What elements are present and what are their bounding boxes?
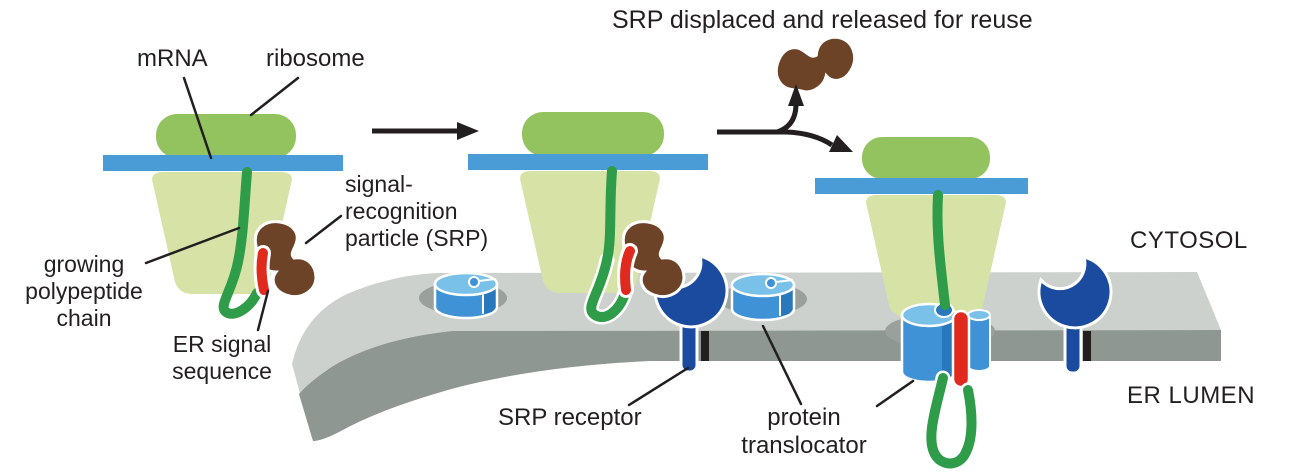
step-arrow-1-head [457,122,479,140]
protein-translocator-closed-2 [730,272,796,322]
membrane-gap-band-1 [701,331,709,361]
leader-er-signal [256,289,270,332]
ribosome1-small-subunit [156,114,296,158]
label-cytosol: CYTOSOL [1130,227,1248,254]
translocator2-pore-line [775,279,793,283]
label-srp-receptor: SRP receptor [498,404,642,431]
polypeptide-chain-2 [586,166,630,322]
label-er-signal: ER signal sequence [172,331,272,384]
label-mrna: mRNA [137,45,208,72]
protein-translocator-closed-1 [433,271,499,320]
label-srp: signal- recognition particle (SRP) [345,171,489,251]
membrane-gap-band-2 [1083,331,1091,361]
leader-srp-receptor [627,366,690,407]
protein-translocator-open [900,302,991,384]
step-arrow-2-forked [717,84,853,152]
step-arrow-1 [372,122,479,140]
step-arrow-2-shaft [717,129,834,148]
er-signal-sequence-2 [620,246,635,295]
leader-mrna [182,76,213,160]
er-signal-sequence-1 [256,248,269,295]
ribosome2-small-subunit [522,112,664,156]
receptor1-crescent [653,253,729,329]
srp-receptor-2 [1037,254,1113,375]
srp-receptor-1 [653,253,729,374]
translocator3-segment-body [968,315,990,366]
translocator2-pore-icon [765,277,777,289]
label-ribosome: ribosome [266,45,365,72]
label-growing-chain: growing polypeptide chain [25,251,143,331]
srp-release-branch-head [788,84,804,106]
mrna-strand-1 [103,155,343,171]
translocator1-top [433,271,499,297]
translocator2-top [730,272,796,298]
translocator1-pore-icon [468,276,480,288]
srp-released [774,35,856,94]
leader-srp [304,214,343,245]
leader-translocator-a [761,324,803,406]
srp-particle-1 [253,220,318,298]
ribosome-complex-2 [468,112,708,325]
polypeptide-chain-3-loop [926,373,977,469]
mrna-strand-3 [815,178,1028,194]
mrna-strand-2 [468,154,708,170]
leader-ribosome [249,76,300,117]
receptor2-crescent [1037,254,1113,330]
step-arrow-2-head [829,135,853,152]
er-signal-sequence-3 [951,309,971,389]
label-protein-translocator: protein translocator [741,404,867,460]
leader-lines [144,76,915,408]
polypeptide-chain-3-upper [932,190,950,310]
ribosome3-small-subunit [862,137,990,179]
leader-growing-chain [144,226,241,265]
ribosome-complex-1 [103,114,343,319]
translocator1-pore-line [478,278,496,282]
srp-release-branch [776,103,799,135]
diagram-title: SRP displaced and released for reuse [612,6,1033,34]
label-er-lumen: ER LUMEN [1127,382,1256,409]
polypeptide-chain-1 [218,167,262,319]
ribosome-complex-3 [815,137,1028,471]
translocator3-segment-top [967,309,991,321]
srp-particle-2 [621,220,686,298]
leader-translocator-b [875,379,915,408]
